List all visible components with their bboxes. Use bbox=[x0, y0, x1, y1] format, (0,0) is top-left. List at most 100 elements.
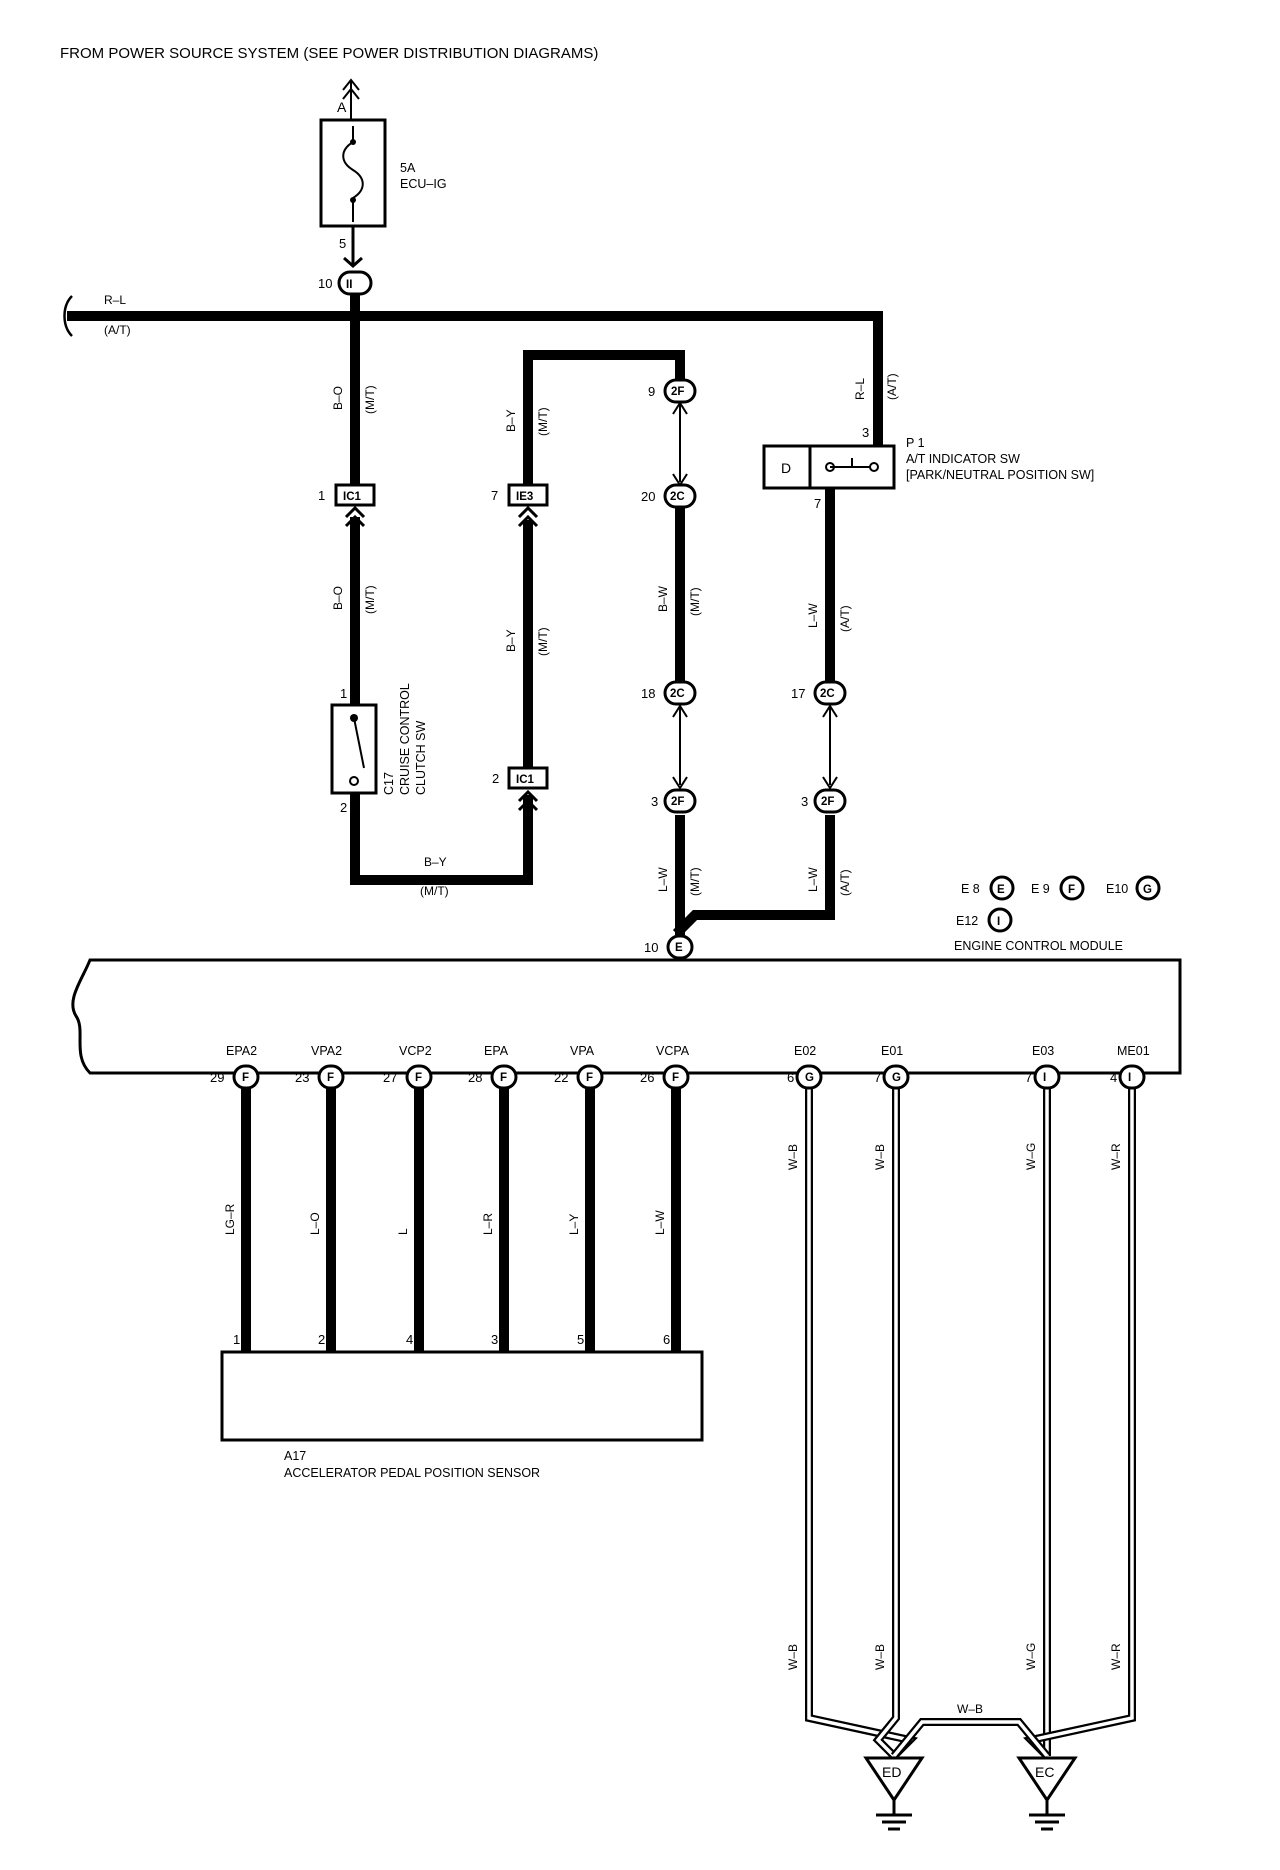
pn-switch-name-2: [PARK/NEUTRAL POSITION SW] bbox=[906, 468, 1094, 482]
connector-ie3-pin: 7 bbox=[491, 488, 498, 503]
pn-switch-terminal: D bbox=[781, 460, 791, 476]
ecm-ground-wire-lower-3: W–R bbox=[1109, 1643, 1123, 1670]
ecm-input-connector-id: E bbox=[675, 942, 683, 954]
ecm-ground-wire-3: W–R bbox=[1109, 1143, 1123, 1170]
connector-ie3: IE3 7 bbox=[491, 483, 549, 528]
connector-2f-left-id: 2F bbox=[671, 796, 684, 808]
ecm-ground-conn-1: G bbox=[892, 1072, 901, 1084]
ground-point-ed: ED bbox=[863, 1756, 925, 1831]
fuse-rating: 5A bbox=[400, 161, 416, 175]
connector-2c-mid: 2C 20 bbox=[641, 483, 697, 509]
lw-at-lower-color: L–W bbox=[806, 867, 820, 892]
ecm-terminal-pin-1: 23 bbox=[295, 1070, 309, 1085]
ecm-ground-pin-3: 4 bbox=[1110, 1070, 1117, 1085]
connector-ic1-bottom-pin: 2 bbox=[492, 771, 499, 786]
ecm-legend-id-2: G bbox=[1143, 884, 1152, 896]
ecm-name: ENGINE CONTROL MODULE bbox=[954, 939, 1123, 953]
main-rl-note: (A/T) bbox=[104, 323, 131, 337]
ecm-terminal-name-1: VPA2 bbox=[311, 1044, 342, 1058]
ecm-ground-wire-2: W–G bbox=[1024, 1143, 1038, 1170]
wire-main-rl bbox=[67, 311, 883, 450]
ecm-ground-pin-2: 7 bbox=[1025, 1070, 1032, 1085]
by-bottom-note: (M/T) bbox=[420, 884, 449, 898]
connector-2f-top-pin: 9 bbox=[648, 384, 655, 399]
pn-switch-name-1: A/T INDICATOR SW bbox=[906, 452, 1020, 466]
ecm-terminal-pin-2: 27 bbox=[383, 1070, 397, 1085]
ecm-terminal-conn-1: F bbox=[327, 1072, 334, 1084]
harness-wires bbox=[67, 287, 883, 938]
ecm-grounds: G6E02W–BW–BG7E01W–BW–BI7E03W–GW–GI4ME01W… bbox=[786, 1044, 1150, 1759]
sensor-ref: A17 bbox=[284, 1449, 306, 1463]
connector-ic1-top-id: IC1 bbox=[343, 491, 362, 503]
clutch-sw-name-2: CLUTCH SW bbox=[414, 720, 428, 795]
ecm-terminal-wire-1: L–O bbox=[308, 1212, 322, 1235]
wire-by-upper bbox=[523, 350, 685, 490]
ecm-ground-pin-1: 7 bbox=[874, 1070, 881, 1085]
connector-ie3-id: IE3 bbox=[516, 491, 533, 503]
ecm-body bbox=[71, 958, 1182, 1075]
ecm-ground-name-0: E02 bbox=[794, 1044, 816, 1058]
connector-2c-left: 2C 18 bbox=[641, 680, 697, 706]
connector-2f-right-id: 2F bbox=[821, 796, 834, 808]
ecm-ground-name-3: ME01 bbox=[1117, 1044, 1150, 1058]
sensor-pin-3: 3 bbox=[491, 1332, 498, 1347]
ecm-terminal-wire-3: L–R bbox=[481, 1213, 495, 1235]
bo-upper-color: B–O bbox=[331, 386, 345, 410]
ecm-terminal-conn-4: F bbox=[586, 1072, 593, 1084]
fuse-top-label: A bbox=[337, 99, 347, 115]
connector-2f-left: 2F 3 bbox=[651, 788, 697, 814]
bo-lower-color: B–O bbox=[331, 586, 345, 610]
ecm-ground-conn-3: I bbox=[1128, 1072, 1131, 1084]
lw-mt-color: L–W bbox=[656, 867, 670, 892]
ecm-ground-wire-lower-0: W–B bbox=[786, 1644, 800, 1670]
wire-lw-at-lower bbox=[672, 815, 835, 938]
ecm-terminal-wire-0: LG–R bbox=[223, 1203, 237, 1235]
ecm-ground-conn-0: G bbox=[805, 1072, 814, 1084]
connector-ic1-top: IC1 1 bbox=[318, 483, 376, 528]
ecm-ground-wire-0: W–B bbox=[786, 1144, 800, 1170]
clutch-sw-pin-bottom: 2 bbox=[340, 800, 347, 815]
connector-ii-pin: 10 bbox=[318, 276, 332, 291]
pn-switch-pin-out: 7 bbox=[814, 496, 821, 511]
connector-2f-top-id: 2F bbox=[671, 386, 684, 398]
bw-note: (M/T) bbox=[688, 587, 702, 616]
bo-upper-note: (M/T) bbox=[363, 385, 377, 414]
connector-ii-id: II bbox=[346, 279, 352, 291]
fuse-out-pin: 5 bbox=[339, 236, 346, 251]
ecm-ground-wire-lower-2: W–G bbox=[1024, 1643, 1038, 1670]
main-rl-color: R–L bbox=[104, 293, 126, 307]
ecm-terminal-wire-4: L–Y bbox=[567, 1214, 581, 1235]
ecm-legend-id-0: E bbox=[997, 884, 1005, 896]
ecm-terminal-conn-5: F bbox=[672, 1072, 679, 1084]
ecm-terminal-name-2: VCP2 bbox=[399, 1044, 432, 1058]
by-upper-note: (M/T) bbox=[536, 407, 550, 436]
ground-point-ec-id: EC bbox=[1035, 1764, 1054, 1780]
ecm-terminal-conn-0: F bbox=[242, 1072, 249, 1084]
connector-2c-mid-pin: 20 bbox=[641, 489, 655, 504]
ecm-terminal-wire-2: L bbox=[396, 1228, 410, 1235]
ecm-input-connector-pin: 10 bbox=[644, 940, 658, 955]
ecm-ground-pin-0: 6 bbox=[787, 1070, 794, 1085]
connector-2c-right: 2C 17 bbox=[791, 680, 847, 706]
lw-at-upper-color: L–W bbox=[806, 603, 820, 628]
by-lower-note: (M/T) bbox=[536, 627, 550, 656]
header-title: FROM POWER SOURCE SYSTEM (SEE POWER DIST… bbox=[60, 45, 598, 62]
ecm-terminal-pin-0: 29 bbox=[210, 1070, 224, 1085]
lw-at-upper-note: (A/T) bbox=[838, 605, 852, 632]
by-upper-color: B–Y bbox=[504, 409, 518, 432]
sensor-pin-2: 4 bbox=[406, 1332, 413, 1347]
ecm-legend-ref-1: E 9 bbox=[1031, 882, 1050, 896]
connector-2f-left-pin: 3 bbox=[651, 794, 658, 809]
connector-ii: II 10 bbox=[318, 270, 373, 296]
connector-2c-left-id: 2C bbox=[670, 688, 685, 700]
connector-ic1-bottom-id: IC1 bbox=[516, 774, 535, 786]
connector-2f-right-pin: 3 bbox=[801, 794, 808, 809]
ground-link-color: W–B bbox=[957, 1702, 983, 1716]
by-lower-color: B–Y bbox=[504, 629, 518, 652]
